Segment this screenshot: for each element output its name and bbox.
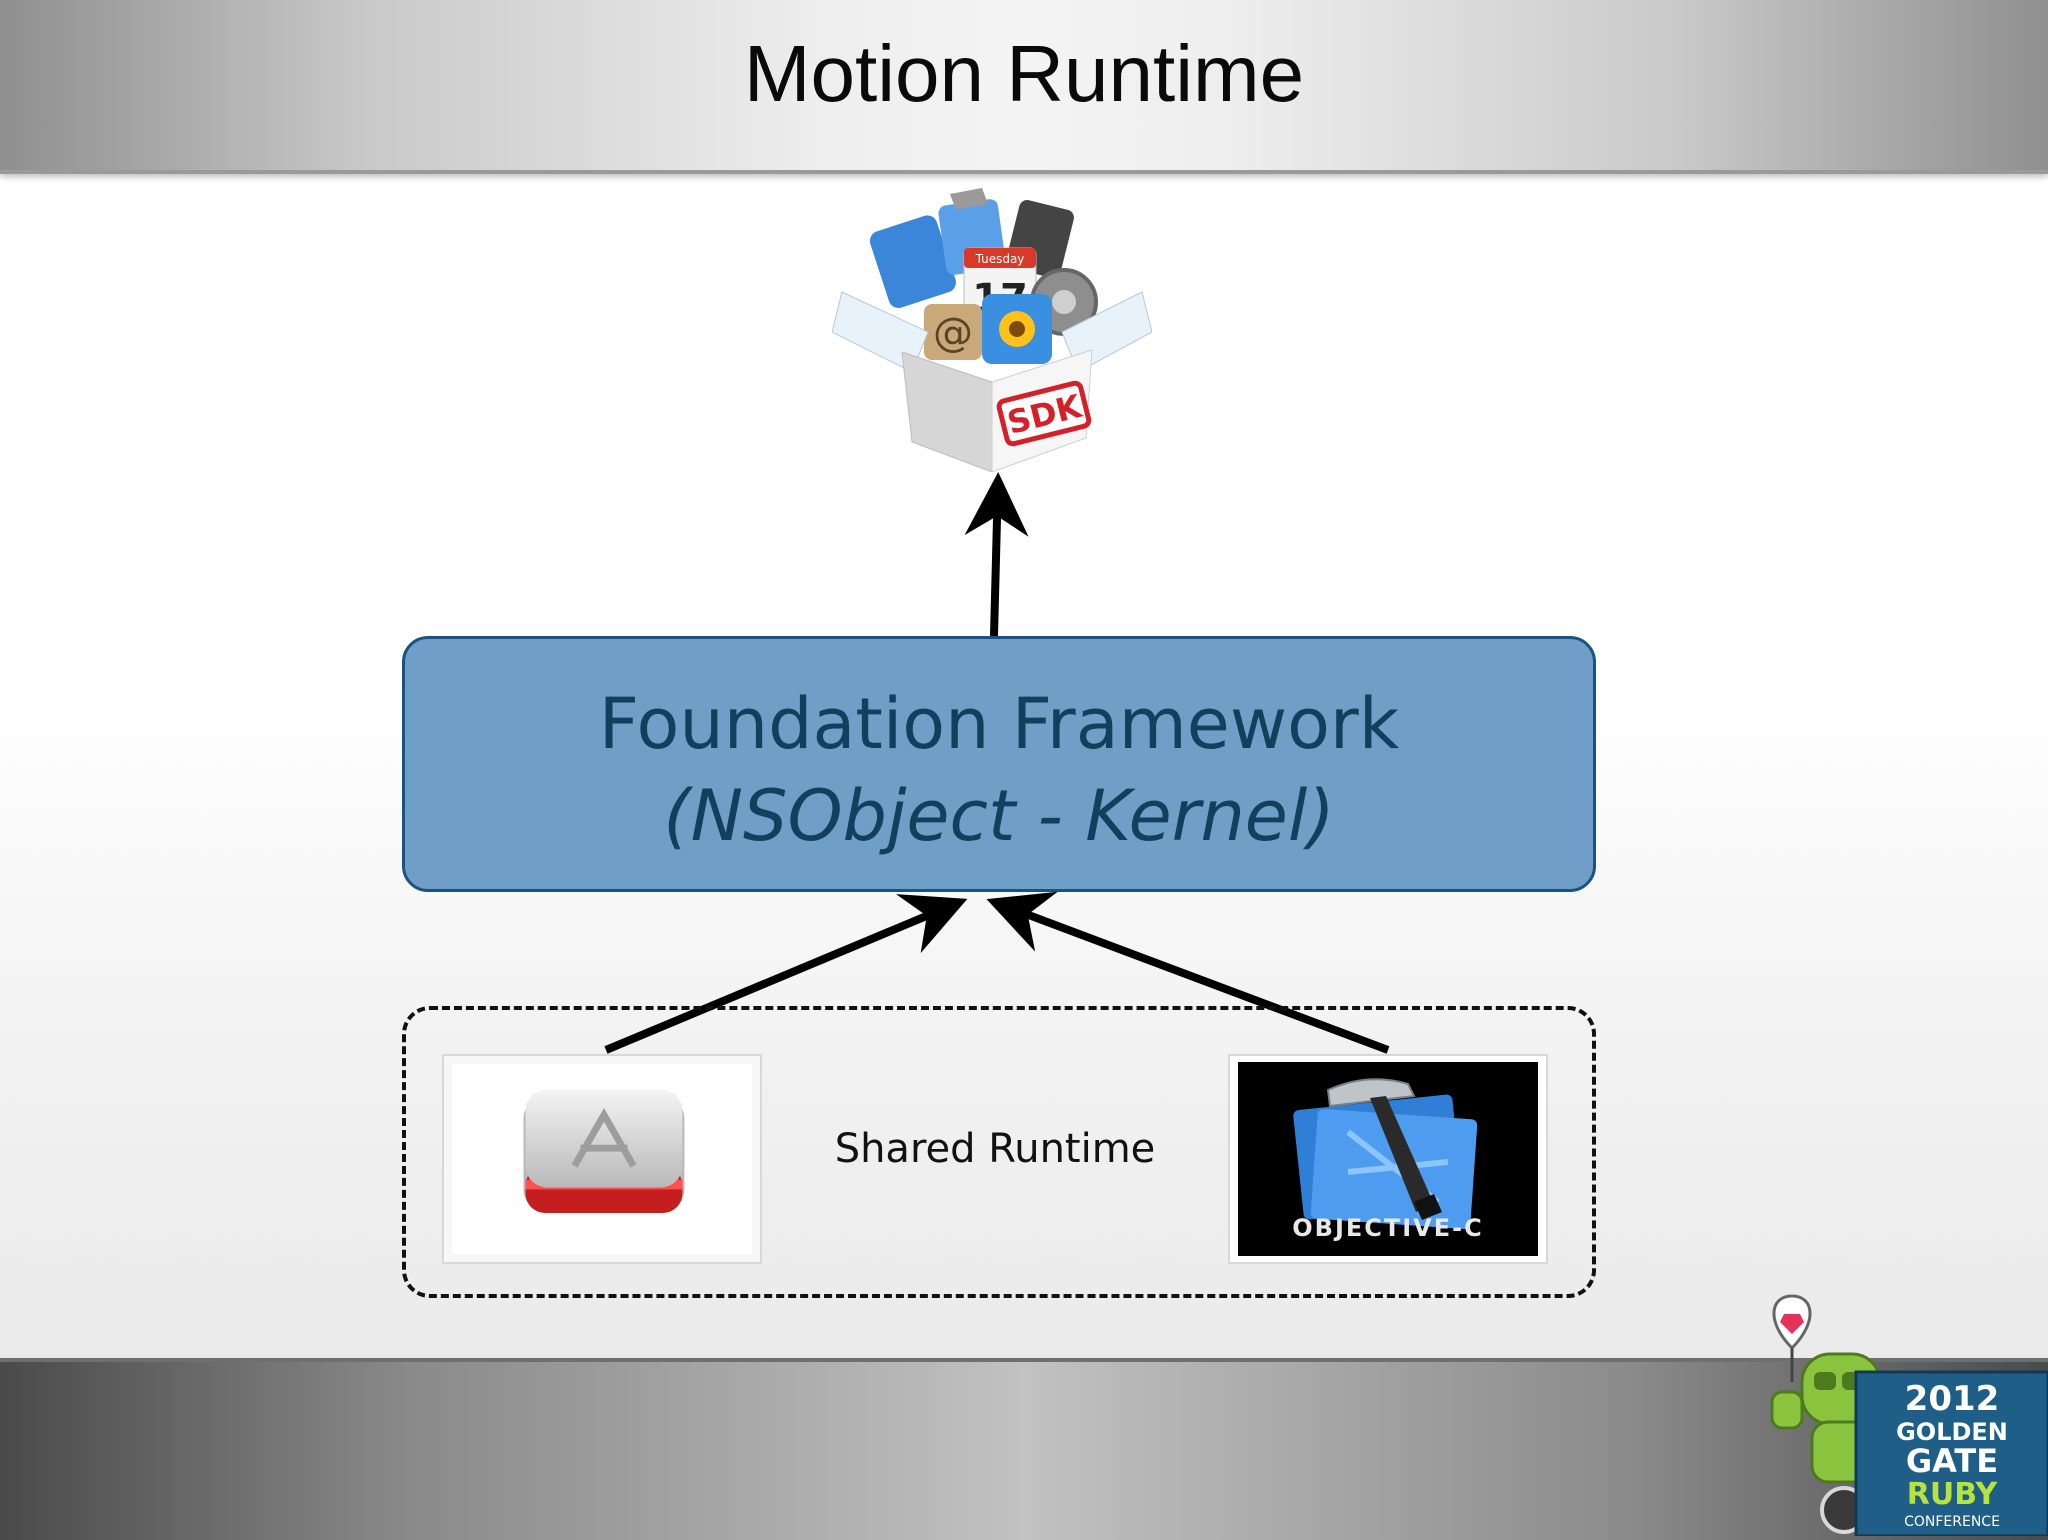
app-store-tile xyxy=(442,1054,762,1264)
arrow-foundation-to-sdk xyxy=(964,472,1029,637)
svg-text:GATE: GATE xyxy=(1906,1442,1998,1480)
objective-c-label: OBJECTIVE-C xyxy=(1292,1214,1484,1242)
svg-text:RUBY: RUBY xyxy=(1907,1477,1999,1512)
objective-c-tile: OBJECTIVE-C xyxy=(1228,1054,1548,1264)
svg-text:@: @ xyxy=(933,310,973,356)
hammer-icon xyxy=(950,188,988,210)
mail-icon xyxy=(924,304,982,360)
ruby-gem-icon xyxy=(1780,1314,1804,1334)
xcode-hammer-icon xyxy=(1293,1078,1478,1230)
svg-text:2012: 2012 xyxy=(1905,1379,2000,1419)
slide-title: Motion Runtime xyxy=(743,29,1305,118)
shared-runtime-label: Shared Runtime xyxy=(834,1126,1156,1172)
safari-icon xyxy=(869,215,956,308)
svg-text:CONFERENCE: CONFERENCE xyxy=(1904,1514,2000,1530)
svg-text:GOLDEN: GOLDEN xyxy=(1896,1418,2008,1446)
title-bar xyxy=(0,0,2048,174)
footer-bar xyxy=(0,1358,2048,1540)
app-store-icon xyxy=(523,1089,685,1213)
foundation-subtitle: (NSObject - Kernel) xyxy=(663,775,1335,857)
sdk-box-icon: Tuesday 17 @ SDK xyxy=(832,188,1152,472)
shared-runtime-group xyxy=(402,1006,1596,1298)
svg-text:Tuesday: Tuesday xyxy=(975,252,1025,266)
foundation-framework-box: Foundation Framework (NSObject - Kernel) xyxy=(402,636,1596,892)
golden-gate-ruby-conference-logo: 2012 GOLDEN GATE RUBY CONFERENCE xyxy=(1770,1294,2048,1536)
foundation-title: Foundation Framework xyxy=(598,683,1400,765)
logo-panel xyxy=(1854,1370,2048,1536)
objective-c-panel: OBJECTIVE-C xyxy=(1238,1062,1538,1256)
